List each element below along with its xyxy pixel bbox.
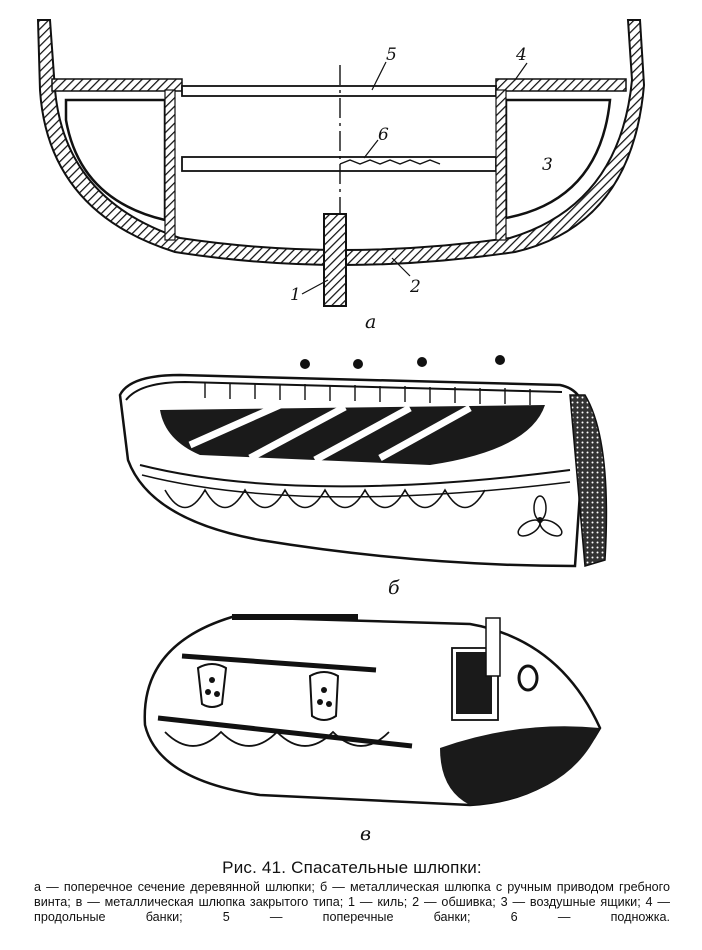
- vent-left: [196, 663, 228, 708]
- cross-section-diagram: 1 2 3 4 5 6 а: [36, 19, 646, 333]
- grab-line: [164, 488, 486, 509]
- vent-right: [308, 671, 340, 721]
- label-footrest: 6: [378, 125, 389, 145]
- footrest: [181, 156, 497, 172]
- label-planking: 2: [409, 277, 421, 297]
- enclosed-lifeboat-drawing: в: [143, 614, 602, 845]
- label-keel: 1: [290, 285, 301, 305]
- caption-text: а — поперечное сечение деревянной шлюпки…: [34, 880, 670, 924]
- figure-caption: Рис. 41. Спасательные шлюпки: а — попере…: [34, 858, 670, 925]
- label-cross-benches: 5: [386, 45, 397, 65]
- grab-line: [164, 730, 390, 747]
- air-box-left: [64, 98, 167, 222]
- propeller-lifeboat-drawing: б: [118, 355, 608, 599]
- subfigure-label-c: в: [360, 823, 371, 845]
- longitudinal-bench-right: [495, 78, 627, 92]
- porthole: [517, 664, 539, 692]
- longitudinal-bench-left: [51, 78, 183, 92]
- air-box-right: [504, 98, 612, 220]
- propeller-icon: [517, 495, 563, 537]
- subfigure-label-b: б: [388, 577, 400, 599]
- subfigure-label-a: а: [365, 311, 376, 333]
- label-longitudinal-benches: 4: [515, 45, 527, 65]
- lifeboat-figure: 1 2 3 4 5 6 а: [36, 19, 646, 845]
- keel: [323, 213, 347, 307]
- hull-outline: [118, 373, 587, 568]
- hull-planking: [36, 19, 646, 266]
- caption-title: Рис. 41. Спасательные шлюпки:: [222, 858, 482, 877]
- cross-bench: [181, 85, 497, 97]
- label-air-boxes: 3: [542, 155, 553, 175]
